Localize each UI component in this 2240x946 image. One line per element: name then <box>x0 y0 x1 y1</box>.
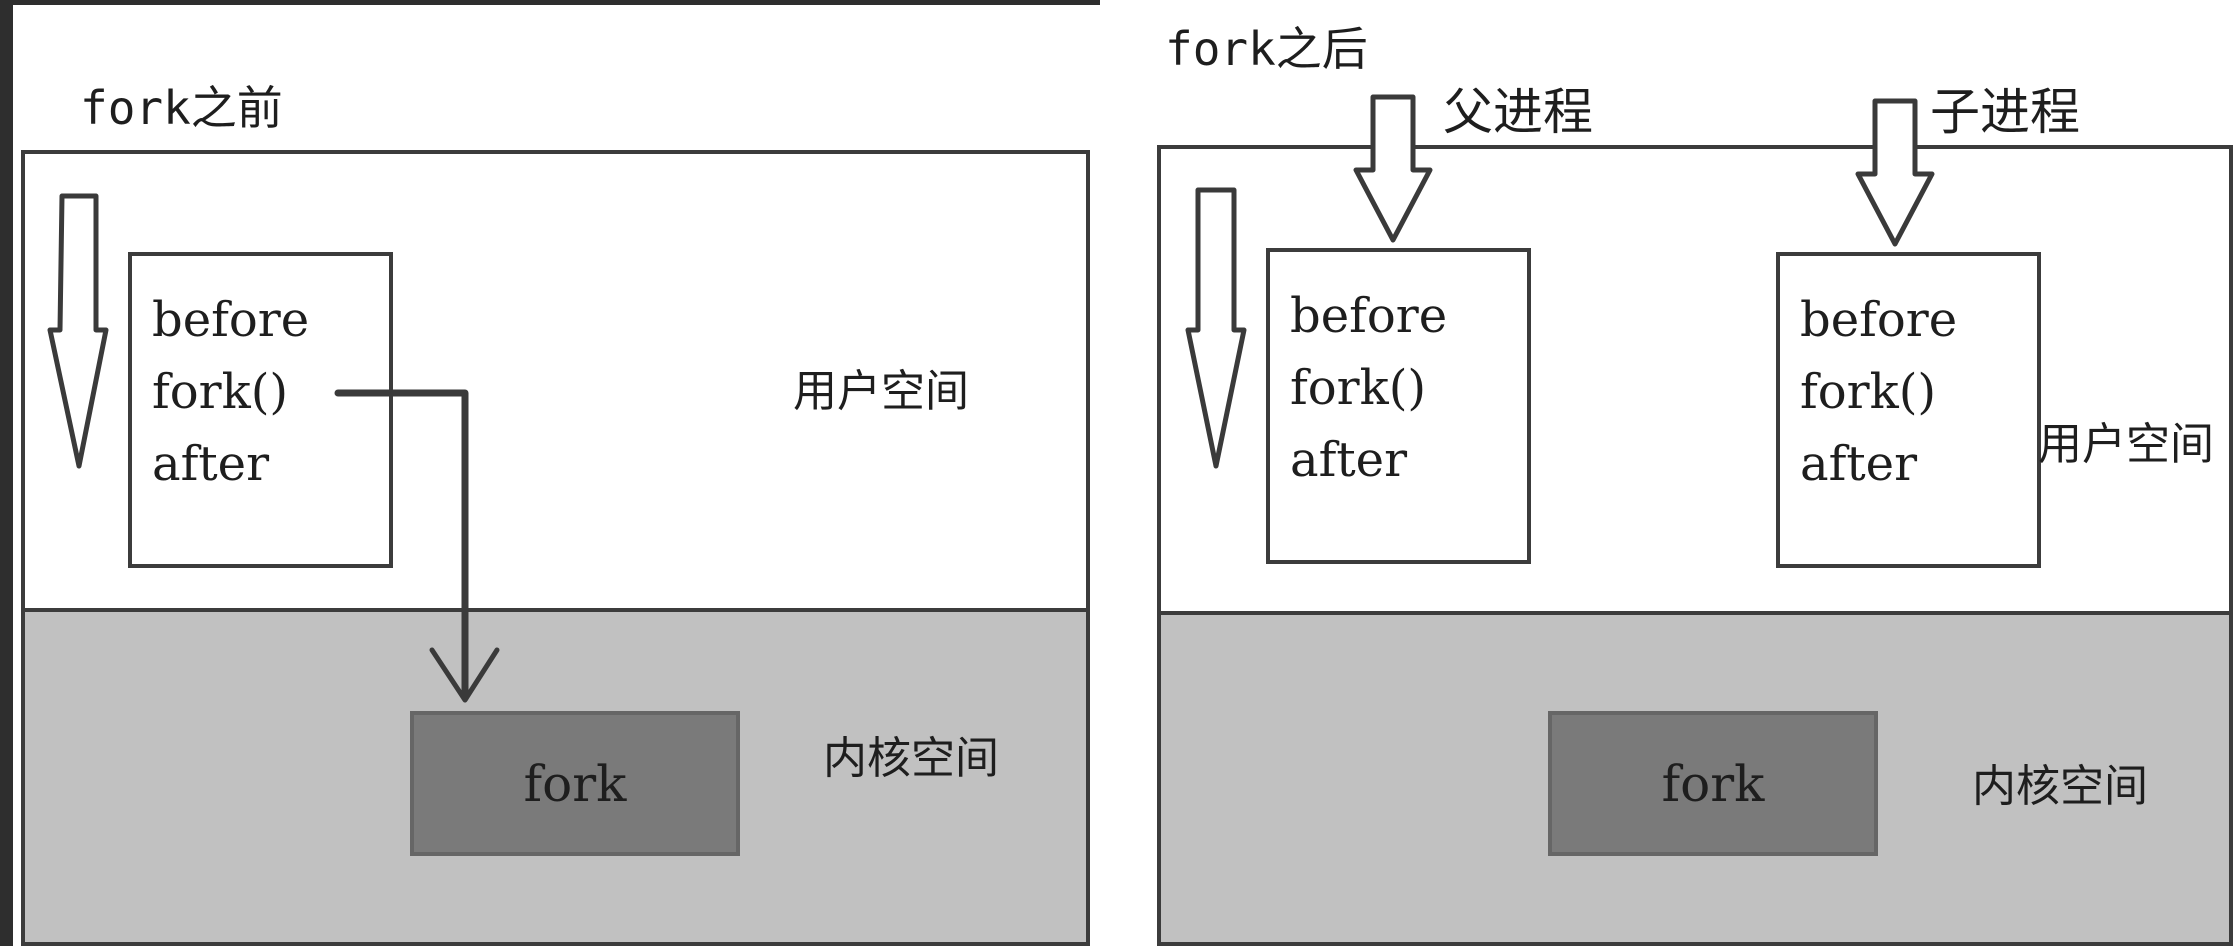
child-code-line-fork-call: fork() <box>1800 364 1937 420</box>
kernel-fork-box-after: fork <box>1548 711 1878 856</box>
top-edge-strip <box>0 0 1100 5</box>
parent-code-line-fork-call: fork() <box>1290 360 1427 416</box>
code-line-before: before <box>152 292 310 348</box>
kernel-fork-label-after: fork <box>1661 754 1765 813</box>
child-code-box: before fork() after <box>1776 252 2041 568</box>
user-space-label-after: 用户空间 <box>2038 419 2214 470</box>
before-fork-heading: fork之前 <box>80 81 283 135</box>
kernel-space-label: 内核空间 <box>823 733 999 784</box>
child-process-label: 子进程 <box>1930 83 2080 141</box>
left-edge-strip <box>0 0 13 946</box>
kernel-fork-label: fork <box>523 754 627 813</box>
parent-code-box: before fork() after <box>1266 248 1531 564</box>
child-code-line-before: before <box>1800 292 1958 348</box>
after-fork-heading: fork之后 <box>1165 22 1368 76</box>
code-line-fork-call: fork() <box>152 364 289 420</box>
kernel-space-label-after: 内核空间 <box>1972 761 2148 812</box>
kernel-fork-box: fork <box>410 711 740 856</box>
child-code-line-after: after <box>1800 436 1918 492</box>
parent-process-label: 父进程 <box>1443 83 1593 141</box>
user-space-label: 用户空间 <box>793 366 969 417</box>
code-line-after: after <box>152 436 270 492</box>
parent-code-line-after: after <box>1290 432 1408 488</box>
process-code-box: before fork() after <box>128 252 393 568</box>
parent-code-line-before: before <box>1290 288 1448 344</box>
